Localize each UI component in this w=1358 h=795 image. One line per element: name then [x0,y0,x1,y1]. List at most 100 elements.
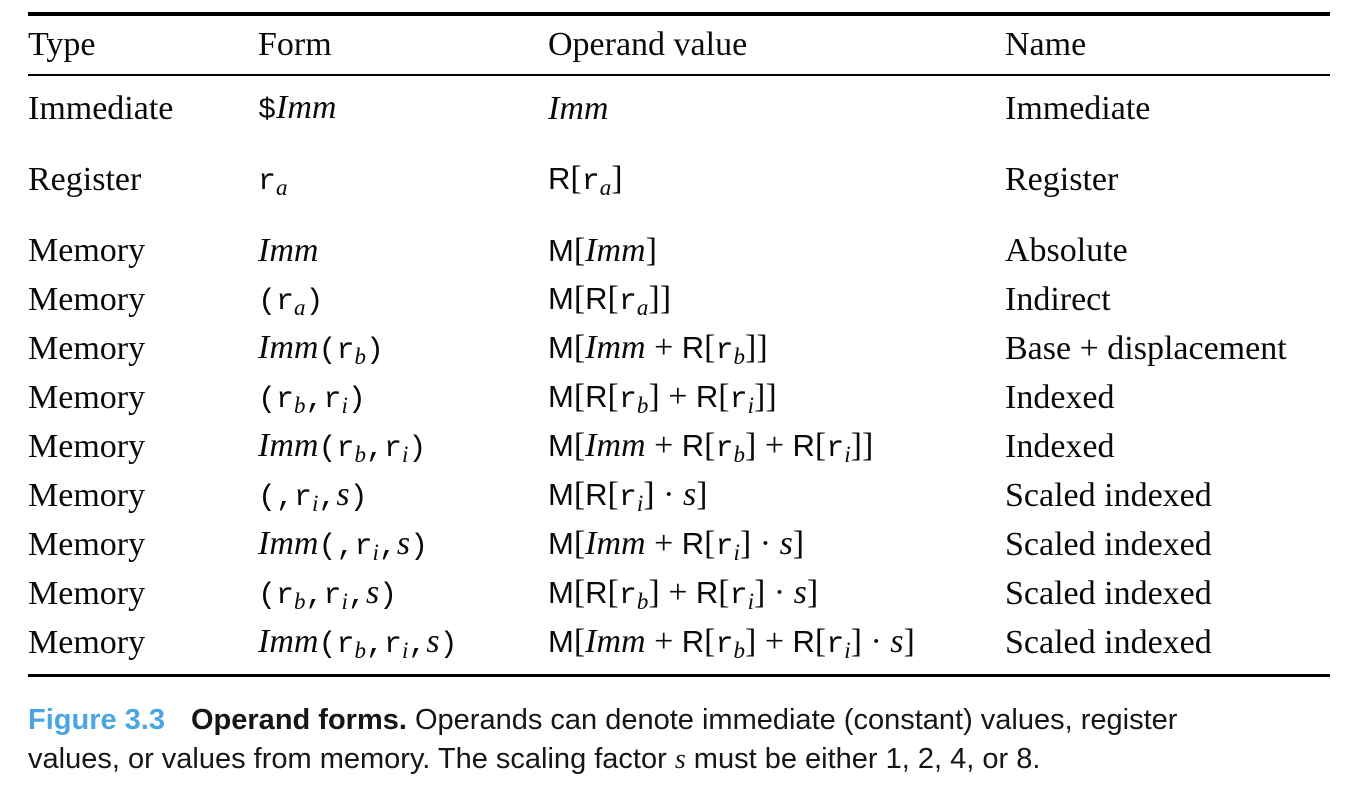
token-it: s [779,525,793,562]
cell-form: Imm [258,232,548,270]
token-rm: [ [573,427,586,464]
cell-name: Indirect [1005,280,1111,318]
token-sub: i [844,442,851,467]
token-it: Imm [548,89,609,127]
token-rm: ] + [648,378,696,415]
token-tt: ) [410,530,429,564]
token-sf: M [548,526,574,561]
token-rm: [ [573,280,586,317]
token-tt: (r [318,628,355,662]
token-sub: a [294,295,306,320]
cell-form: Imm(rb,ri,s) [258,623,548,663]
token-rm: ] · [754,574,794,611]
token-tt: ,r [365,628,402,662]
column-header-type: Type [28,26,96,63]
token-tt: r [715,628,734,662]
cell-operand-value: M[R[rb] + R[ri] · s] [548,574,1005,614]
token-tt: r [715,432,734,466]
token-r: must be either 1, 2, 4, or 8. [685,743,1041,775]
token-tt: , [378,530,397,564]
token-sub: b [354,638,366,663]
table-row: Memory(,ri,s)M[R[ri] · s]Scaled indexed [28,471,1330,520]
cell-type: Immediate [28,89,174,127]
token-rm: ] [903,623,915,660]
cell-operand-value: M[Imm + R[rb]] [548,329,1005,369]
cell-form: Imm(,ri,s) [258,525,548,565]
token-rm: ] [696,476,708,513]
token-tt: (r [318,334,355,368]
cell-type: Register [28,160,142,198]
token-rm: ] + [745,427,793,464]
token-tt: ) [365,334,384,368]
cell-operand-value: M[R[ra]] [548,280,1005,320]
token-sub: i [844,638,851,663]
token-sub: a [276,175,288,200]
token-it: Imm [276,89,337,126]
token-tt: r [826,432,845,466]
token-sub: i [312,491,319,516]
cell-operand-value: M[R[ri] · s] [548,476,1005,516]
token-tt: , [408,628,427,662]
token-rm: [ [573,329,586,366]
cell-form: Imm(rb,ri) [258,427,548,467]
token-rm: [ [607,378,619,415]
cell-type: Memory [28,623,146,661]
cell-name: Indexed [1005,378,1115,416]
token-rm: + [645,427,682,464]
cell-operand-value: M[Imm] [548,232,1005,270]
token-sf: M [548,624,574,659]
token-sub: b [733,442,746,467]
token-tt: (r [258,383,295,417]
cell-form: (,ri,s) [258,476,548,516]
token-sub: b [636,589,649,614]
cell-name: Absolute [1005,231,1128,269]
token-sub: a [599,175,612,200]
token-it: Imm [258,427,319,464]
cell-operand-value: M[Imm + R[rb] + R[ri]] [548,427,1005,467]
caption-line-1-text: Operand forms. Operands can denote immed… [191,704,1177,736]
token-sub: b [733,344,746,369]
token-sub: b [636,393,649,418]
cell-form: (ra) [258,280,548,320]
column-header-form: Form [258,26,332,63]
cell-operand-value: Imm [548,90,1005,128]
token-sf: R [585,477,608,512]
token-sf: M [548,379,574,414]
token-sub: b [733,638,746,663]
token-tt: r [826,628,845,662]
table-row: Memory(rb,ri)M[R[rb] + R[ri]]Indexed [28,373,1330,422]
cell-name: Base + displacement [1005,329,1287,367]
cell-name: Scaled indexed [1005,574,1212,612]
token-rm: ] · [739,525,780,562]
token-tt: (r [258,285,295,319]
cell-operand-value: M[R[rb] + R[ri]] [548,378,1005,418]
token-sub: i [636,491,644,516]
token-tt: r [729,579,748,613]
token-tt: (r [258,579,295,613]
token-tt: ,r [305,579,342,613]
token-rm: [ [607,280,619,317]
token-tt: ) [379,579,398,613]
token-sf: R [585,379,608,414]
token-i: s [674,744,686,775]
token-it: Imm [258,329,319,366]
token-it: Imm [258,525,319,562]
cell-type: Memory [28,525,146,563]
token-sf: M [548,330,574,365]
token-rm: ] [806,574,819,611]
token-sf: M [548,281,574,316]
token-sub: i [401,442,409,467]
token-sub: i [733,540,740,565]
token-r: values, or values from memory. The scali… [28,743,675,775]
token-tt: ) [439,628,458,662]
token-sub: a [636,295,649,320]
token-sub: i [341,393,348,418]
token-rm: [ [573,231,586,269]
token-rm: ] + [745,623,793,660]
token-it: s [793,574,807,611]
token-sf: M [548,232,574,268]
token-rm: ] [792,525,805,562]
token-tt: ,r [365,432,402,466]
